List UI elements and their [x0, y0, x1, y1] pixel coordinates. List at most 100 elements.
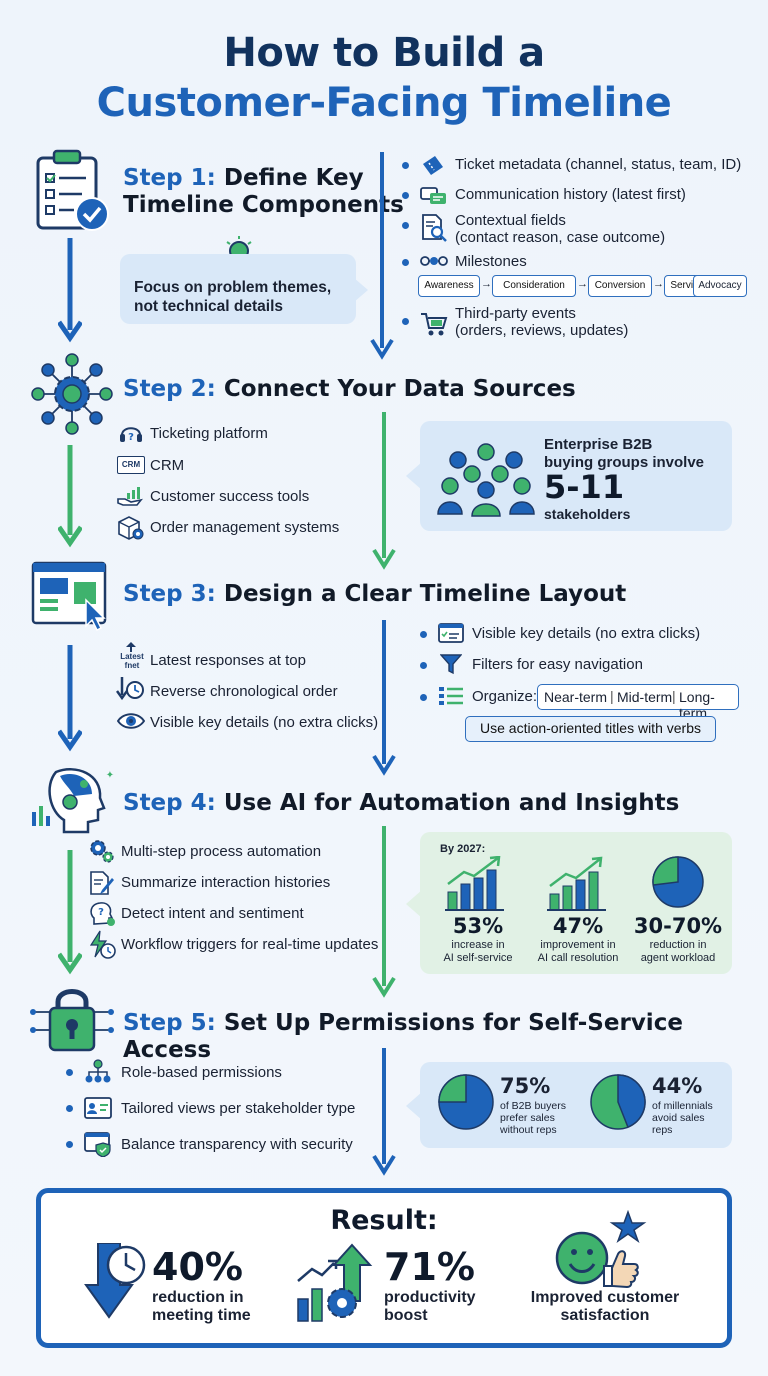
step1-tip-text: Focus on problem themes, not technical d…: [134, 279, 332, 315]
org-chart-icon: [85, 1059, 111, 1083]
step2-arrow: [58, 445, 82, 548]
step3-item-visible-right: Visible key details (no extra clicks): [472, 625, 701, 642]
box-gear-icon: [118, 516, 144, 540]
stat-label-47-a: improvement in: [540, 939, 616, 951]
chat-bubbles-icon: [420, 187, 446, 204]
tip-pointer: [354, 278, 368, 302]
milestone-consideration: Consideration: [492, 275, 576, 297]
pie-44-icon: [590, 1074, 646, 1130]
step2-title: Step 2: Connect Your Data Sources: [123, 376, 576, 402]
down-clock-icon: [116, 677, 144, 701]
step3-arrow: [58, 645, 82, 752]
step3-right-arrow: [372, 620, 396, 776]
step4-item-summarize: Summarize interaction histories: [121, 874, 331, 891]
callout-pointer: [406, 462, 422, 490]
tag-sep: |: [610, 688, 614, 704]
step3-title: Step 3: Design a Clear Timeline Layout: [123, 581, 627, 607]
milestone-advocacy: Advocacy: [693, 275, 747, 297]
step1-arrow: [58, 238, 82, 343]
stats-pointer: [406, 890, 422, 918]
up-arrow-icon: [126, 642, 136, 652]
step1-item-milestones: Milestones: [455, 253, 527, 270]
step1-item-ticket-metadata: Ticket metadata (channel, status, team, …: [455, 156, 742, 173]
callout-line3: stakeholders: [544, 506, 631, 522]
step1-item-third-party-events-detail: (orders, reviews, updates): [455, 322, 629, 339]
milestone-conversion: Conversion: [588, 275, 652, 297]
step2-item-crm: CRM: [150, 457, 185, 474]
ai-head-icon: ✦: [32, 768, 114, 834]
step5-item-role-based: Role-based permissions: [121, 1064, 282, 1081]
stat-value-30-70: 30-70%: [633, 914, 723, 938]
stat-label-47-b: AI call resolution: [537, 952, 619, 964]
shopping-cart-icon: [421, 313, 448, 336]
ticket-icon: [423, 156, 443, 175]
milestone-awareness: Awareness: [418, 275, 480, 297]
bullet: [66, 1069, 73, 1076]
step4-title: Step 4: Use AI for Automation and Insigh…: [123, 790, 680, 816]
callout-line2: buying groups involve: [544, 454, 705, 471]
head-question-icon: ?: [90, 902, 115, 926]
svg-text:?: ?: [98, 907, 104, 918]
pie-chart-icon: [652, 856, 704, 908]
step3-item-reverse: Reverse chronological order: [150, 683, 338, 700]
document-pen-icon: [90, 871, 114, 895]
profile-card-icon: [84, 1097, 112, 1119]
action-titles-tag: Use action-oriented titles with verbs: [465, 716, 716, 742]
step1-item-contextual-fields-detail: (contact reason, case outcome): [455, 229, 666, 246]
growth-chart-icon-1: [445, 856, 504, 911]
step1-right-arrow: [370, 152, 394, 360]
stat-label-30-70-a: reduction in: [649, 939, 707, 951]
step3-item-organize: Organize:: [472, 688, 538, 705]
result-title: Result:: [330, 1205, 438, 1236]
stat-value-75: 75%: [500, 1074, 551, 1098]
step2-item-order-management: Order management systems: [150, 519, 340, 536]
step1-item-communication-history: Communication history (latest first): [455, 186, 686, 203]
lock-circuit-icon: [30, 989, 114, 1052]
svg-text:?: ?: [128, 432, 134, 443]
bullet: [420, 662, 427, 669]
step1-item-third-party-events: Third-party events: [455, 305, 576, 322]
window-shield-icon: [84, 1132, 111, 1157]
tag-mid-term: Mid-term: [617, 689, 673, 705]
headset-icon: ?: [120, 427, 142, 443]
stat-label-53-b: AI self-service: [443, 952, 513, 964]
step5-item-balance: Balance transparency with security: [121, 1136, 353, 1153]
bullet: [66, 1141, 73, 1148]
milestone-arrow: →: [577, 278, 588, 290]
stat-value-44: 44%: [652, 1074, 703, 1098]
filter-funnel-icon: [440, 654, 462, 675]
pie-75-icon: [438, 1074, 494, 1130]
step5-item-tailored-views: Tailored views per stakeholder type: [121, 1100, 356, 1117]
step1-tip-box: [120, 254, 356, 324]
lightning-clock-icon: [89, 930, 116, 959]
bullet: [402, 222, 409, 229]
growth-gear-icon: [297, 1243, 373, 1322]
bullet: [66, 1105, 73, 1112]
milestone-arrow: →: [481, 278, 492, 290]
svg-text:✦: ✦: [106, 770, 114, 781]
stat-value-47: 47%: [552, 914, 604, 938]
step3-item-latest: Latest responses at top: [150, 652, 306, 669]
bullet: [402, 192, 409, 199]
step5-right-arrow: [372, 1048, 396, 1176]
clipboard-icon: [36, 149, 109, 231]
step4-right-arrow: [372, 826, 396, 998]
gears-icon: [90, 840, 114, 863]
step3-item-filters: Filters for easy navigation: [472, 656, 643, 673]
checklist-window-icon: [438, 623, 464, 643]
step2-item-ticketing: Ticketing platform: [150, 425, 268, 442]
milestones-icon: [420, 256, 448, 266]
step4-item-detect: Detect intent and sentiment: [121, 905, 304, 922]
tag-near-term: Near-term: [544, 689, 608, 705]
step3-item-visible-left: Visible key details (no extra clicks): [150, 714, 379, 731]
step4-arrow: [58, 850, 82, 975]
step5-pointer: [406, 1092, 422, 1120]
tag-sep: |: [672, 688, 676, 704]
eye-icon: [117, 713, 145, 729]
step5-title: Step 5: Set Up Permissions for Self-Serv…: [123, 1010, 683, 1063]
milestones-track: Awareness → Consideration → Conversion →…: [418, 275, 748, 297]
